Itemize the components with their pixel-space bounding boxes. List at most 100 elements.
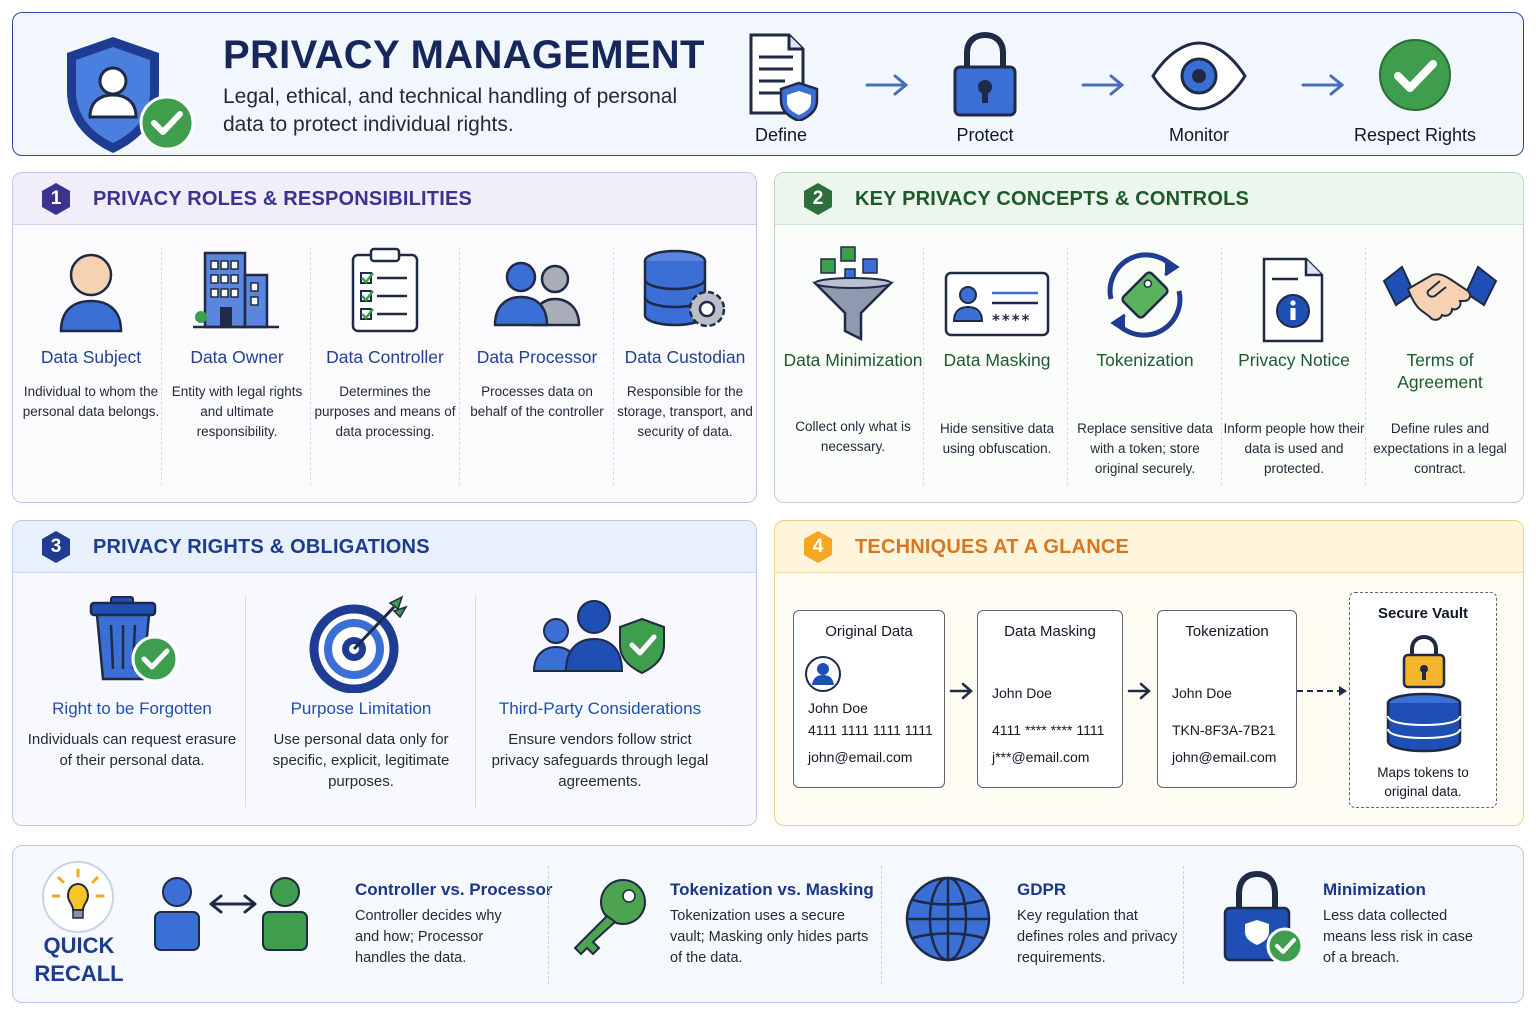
section-number-badge: 2 bbox=[801, 182, 835, 216]
section-number-badge: 4 bbox=[801, 530, 835, 564]
funnel-icon bbox=[811, 246, 895, 342]
quick-recall-label: QUICK RECALL bbox=[34, 933, 124, 986]
section-title: PRIVACY RIGHTS & OBLIGATIONS bbox=[93, 536, 430, 558]
concept-desc: Collect only what is necessary. bbox=[795, 419, 911, 454]
divider bbox=[161, 247, 162, 485]
page-subtitle: Legal, ethical, and technical handling o… bbox=[223, 85, 678, 136]
technique-card-tokenization: Tokenization John Doe TKN-8F3A-7B21 john… bbox=[1157, 610, 1297, 788]
card-line-email: john@email.com bbox=[1172, 749, 1277, 765]
recall-title: Tokenization vs. Masking bbox=[670, 880, 874, 899]
technique-card-masking: Data Masking John Doe 4111 **** **** 111… bbox=[977, 610, 1123, 788]
header-banner: PRIVACY MANAGEMENT Legal, ethical, and t… bbox=[12, 12, 1524, 156]
card-title: Data Masking bbox=[1004, 623, 1096, 640]
divider bbox=[459, 247, 460, 485]
flow-step-define: Define bbox=[731, 31, 831, 146]
concept-terms-of-agreement: Terms of Agreement Define rules and expe… bbox=[1369, 245, 1511, 485]
right-to-be-forgotten: Right to be Forgotten Individuals can re… bbox=[27, 593, 237, 771]
concept-data-masking: **** Data Masking Hide sensitive data us… bbox=[927, 245, 1067, 485]
role-desc: Responsible for the storage, transport, … bbox=[617, 384, 753, 439]
divider bbox=[613, 247, 614, 485]
clipboard-checklist-icon bbox=[351, 247, 419, 333]
concept-title: Data Minimization bbox=[783, 350, 923, 370]
person-icon bbox=[59, 253, 123, 333]
divider bbox=[245, 595, 246, 807]
divider bbox=[881, 866, 882, 984]
concept-desc: Define rules and expectations in a legal… bbox=[1373, 421, 1507, 476]
lightbulb-icon bbox=[42, 861, 114, 933]
recall-desc: Tokenization uses a secure vault; Maskin… bbox=[670, 908, 869, 966]
section-roles: 1 PRIVACY ROLES & RESPONSIBILITIES Data … bbox=[12, 172, 757, 503]
section-header: 4 TECHNIQUES AT A GLANCE bbox=[775, 521, 1523, 573]
concept-tokenization: Tokenization Replace sensitive data with… bbox=[1071, 245, 1219, 485]
arrow-right-icon bbox=[949, 682, 973, 700]
role-data-controller: Data Controller Determines the purposes … bbox=[314, 245, 456, 442]
section-header: 1 PRIVACY ROLES & RESPONSIBILITIES bbox=[13, 173, 756, 225]
flow-label-monitor: Monitor bbox=[1168, 125, 1230, 145]
concept-title: Tokenization bbox=[1096, 350, 1194, 370]
role-desc: Individual to whom the personal data bel… bbox=[22, 384, 160, 419]
card-title: Tokenization bbox=[1185, 623, 1269, 640]
flow-label-respect-rights: Respect Rights bbox=[1353, 125, 1477, 145]
right-title: Right to be Forgotten bbox=[52, 699, 212, 718]
arrow-right-icon bbox=[1301, 74, 1345, 96]
role-desc: Entity with legal rights and ultimate re… bbox=[171, 384, 303, 439]
recall-desc: Less data collected means less risk in c… bbox=[1323, 908, 1473, 966]
flow-step-respect-rights: Respect Rights bbox=[1345, 31, 1485, 146]
right-title: Purpose Limitation bbox=[290, 699, 432, 718]
card-line-email: j***@email.com bbox=[992, 749, 1090, 765]
role-data-processor: Data Processor Processes data on behalf … bbox=[463, 245, 611, 422]
vault-desc: Maps tokens to original data. bbox=[1377, 765, 1469, 799]
divider bbox=[548, 866, 549, 984]
recall-title: Minimization bbox=[1323, 880, 1426, 899]
handshake-icon bbox=[1382, 265, 1498, 321]
database-gear-icon bbox=[643, 249, 726, 328]
card-title: Original Data bbox=[825, 623, 913, 640]
card-line-name: John Doe bbox=[1172, 685, 1232, 701]
role-title: Data Custodian bbox=[624, 347, 746, 367]
user-circle-icon bbox=[805, 656, 841, 692]
recall-title: Controller vs. Processor bbox=[355, 880, 553, 899]
concept-desc: Inform people how their data is used and… bbox=[1223, 421, 1365, 476]
recall-desc: Controller decides why and how; Processo… bbox=[355, 908, 502, 966]
divider bbox=[1067, 247, 1068, 485]
card-line-card-number: 4111 1111 1111 1111 bbox=[808, 722, 933, 738]
section-header: 3 PRIVACY RIGHTS & OBLIGATIONS bbox=[13, 521, 756, 573]
third-party-considerations: Third-Party Considerations Ensure vendor… bbox=[487, 593, 713, 792]
token-cycle-icon bbox=[1107, 252, 1183, 338]
concept-desc: Replace sensitive data with a token; sto… bbox=[1077, 421, 1213, 476]
right-desc: Ensure vendors follow strict privacy saf… bbox=[491, 731, 709, 790]
globe-icon bbox=[905, 876, 991, 962]
people-icon bbox=[493, 261, 581, 327]
secure-vault: Secure Vault Maps tokens to original dat… bbox=[1349, 592, 1497, 808]
concept-title: Data Masking bbox=[943, 350, 1051, 370]
building-icon bbox=[193, 251, 279, 329]
shield-user-check-icon bbox=[67, 37, 195, 153]
role-desc: Determines the purposes and means of dat… bbox=[314, 384, 456, 439]
trash-check-icon bbox=[89, 596, 179, 683]
section-techniques: 4 TECHNIQUES AT A GLANCE Original Data J… bbox=[774, 520, 1524, 826]
vault-title: Secure Vault bbox=[1377, 605, 1469, 622]
concept-title: Privacy Notice bbox=[1238, 350, 1350, 370]
right-title: Third-Party Considerations bbox=[498, 699, 702, 718]
lock-database-icon bbox=[1386, 634, 1462, 753]
role-title: Data Subject bbox=[40, 347, 142, 367]
card-line-name: John Doe bbox=[808, 700, 868, 716]
key-icon bbox=[573, 879, 646, 956]
concept-desc: Hide sensitive data using obfuscation. bbox=[939, 421, 1055, 456]
role-data-owner: Data Owner Entity with legal rights and … bbox=[165, 245, 309, 442]
flow-label-define: Define bbox=[754, 125, 808, 145]
concept-data-minimization: Data Minimization Collect only what is n… bbox=[783, 245, 923, 485]
target-icon bbox=[309, 595, 408, 693]
purpose-limitation: Purpose Limitation Use personal data onl… bbox=[259, 593, 463, 792]
arrow-right-icon bbox=[1127, 682, 1151, 700]
divider bbox=[1221, 247, 1222, 485]
document-shield-icon bbox=[749, 33, 819, 121]
quick-recall: QUICK RECALL Controller vs. Processor Co… bbox=[12, 845, 1524, 1003]
flow-step-protect: Protect bbox=[935, 31, 1035, 146]
arrow-right-icon bbox=[865, 74, 909, 96]
section-number-badge: 1 bbox=[39, 182, 73, 216]
technique-card-original: Original Data John Doe 4111 1111 1111 11… bbox=[793, 610, 945, 788]
section-header: 2 KEY PRIVACY CONCEPTS & CONTROLS bbox=[775, 173, 1523, 225]
section-number-badge: 3 bbox=[39, 530, 73, 564]
role-title: Data Processor bbox=[476, 347, 598, 367]
